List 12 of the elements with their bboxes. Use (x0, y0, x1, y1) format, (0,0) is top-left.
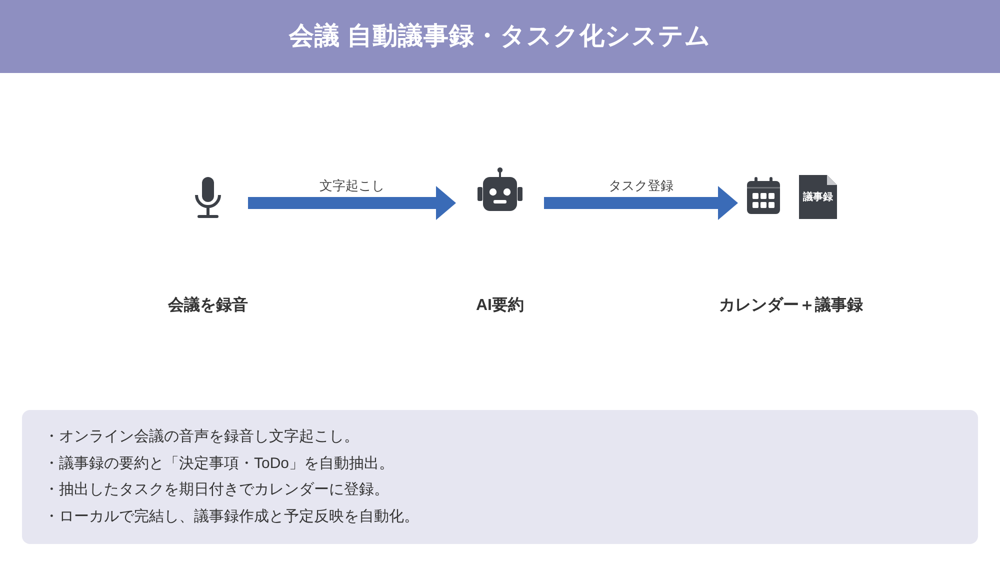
bullet-text: ・議事録の要約と「決定事項・ToDo」を自動抽出。 (44, 454, 394, 474)
arrow (248, 186, 456, 220)
bullet-text: ・オンライン会議の音声を録音し文字起こし。 (44, 427, 359, 447)
bullet-text: ・ローカルで完結し、議事録作成と予定反映を自動化。 (44, 506, 419, 527)
title: 会議 自動議事録・タスク化システム (288, 20, 712, 52)
step-caption: カレンダー＋議事録 (719, 295, 863, 316)
step-caption: 会議を録音 (168, 295, 248, 316)
document-label: 議事録 (803, 193, 833, 203)
arrow (544, 186, 738, 220)
bullet-text: ・抽出したタスクを期日付きでカレンダーに登録。 (44, 480, 389, 500)
step-caption: AI要約 (476, 296, 524, 316)
note-panel (22, 410, 978, 544)
